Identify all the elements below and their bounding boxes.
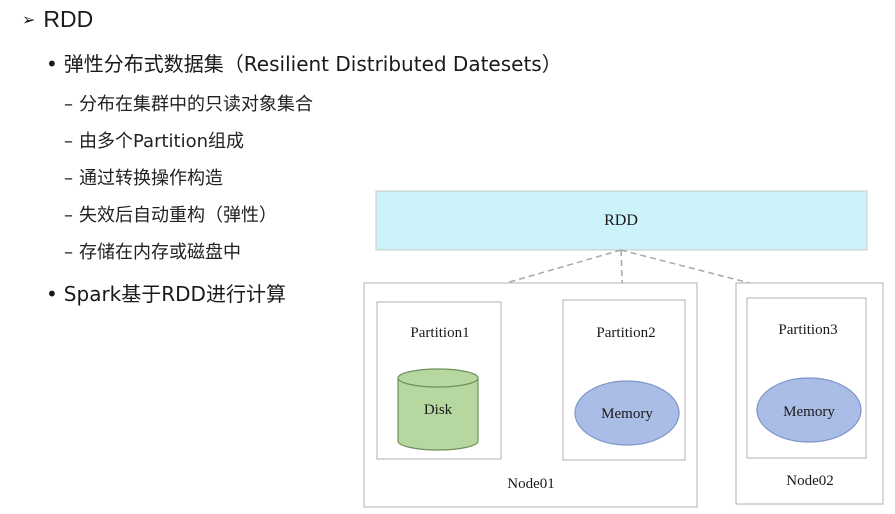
bullet-spark-compute: •Spark基于RDD进行计算	[46, 278, 286, 307]
bullet-rdd-definition: •弹性分布式数据集（Resilient Distributed Datesets…	[46, 48, 562, 77]
subitem-text: 通过转换操作构造	[79, 168, 223, 189]
partition1-label: Partition1	[410, 325, 469, 341]
subitem-text: 由多个Partition组成	[79, 131, 245, 152]
node02-label: Node02	[786, 473, 834, 489]
rdd-box	[375, 190, 868, 251]
subitem: –由多个Partition组成	[64, 127, 244, 153]
dash-bullet-icon: –	[64, 94, 73, 115]
partition2-label: Partition2	[596, 325, 655, 341]
arrow-bullet-icon: ➢	[22, 12, 36, 29]
disk-icon	[397, 368, 479, 451]
subitem-text: 存储在内存或磁盘中	[79, 242, 241, 263]
bullet-dot-icon: •	[46, 52, 58, 76]
bullet-text: 弹性分布式数据集（Resilient Distributed Datesets）	[63, 52, 562, 76]
subitem-text: 失效后自动重构（弹性）	[79, 205, 277, 226]
node01-label: Node01	[507, 476, 555, 492]
memory-icon	[574, 380, 680, 446]
partition3-storage-label: Memory	[783, 404, 835, 420]
subitem: –失效后自动重构（弹性）	[64, 201, 277, 227]
partition3-label: Partition3	[778, 322, 837, 338]
memory-icon	[756, 377, 862, 443]
partition2-storage-label: Memory	[601, 406, 653, 422]
bullet-text: Spark基于RDD进行计算	[63, 282, 286, 306]
bullet-dot-icon: •	[46, 282, 58, 306]
slide-title-text: RDD	[43, 6, 94, 32]
subitem: –通过转换操作构造	[64, 164, 223, 190]
dash-bullet-icon: –	[64, 168, 73, 189]
dash-bullet-icon: –	[64, 205, 73, 226]
subitem: –存储在内存或磁盘中	[64, 238, 241, 264]
dash-bullet-icon: –	[64, 242, 73, 263]
rdd-box-label: RDD	[604, 212, 638, 229]
subitem: –分布在集群中的只读对象集合	[64, 90, 313, 116]
subitem-text: 分布在集群中的只读对象集合	[79, 94, 313, 115]
dash-bullet-icon: –	[64, 131, 73, 152]
arrow-to-partition1	[438, 249, 622, 305]
partition1-storage-label: Disk	[424, 402, 453, 418]
slide-title: ➢ RDD	[22, 6, 93, 33]
